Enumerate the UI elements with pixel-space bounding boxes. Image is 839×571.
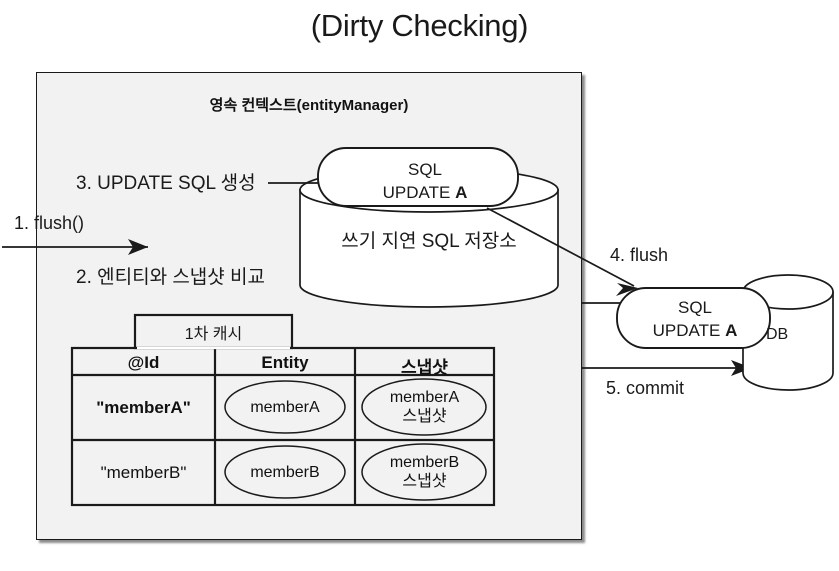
write-behind-sql-card-line2-prefix: UPDATE: [382, 183, 456, 202]
step-label-flush: 4. flush: [610, 245, 669, 265]
db-sql-card-line2: UPDATE A: [624, 319, 766, 342]
first-level-cache-tab-label: 1차 캐시: [184, 326, 243, 343]
step-label-flush-call: 1. flush(): [14, 213, 85, 233]
db-sql-card-line1: SQL: [677, 298, 713, 317]
write-behind-sql-card-line1: SQL: [407, 160, 443, 179]
write-behind-sql-card-line2-bold: A: [455, 183, 468, 202]
cell-snapshot-row1-line2: 스냅샷: [402, 408, 447, 425]
write-behind-store-label: 쓰기 지연 SQL 저장소: [341, 231, 517, 252]
cell-snapshot-row1: memberA 스냅샷: [355, 388, 494, 426]
step-label-commit: 5. commit: [606, 378, 685, 398]
cell-snapshot-row2-line2: 스냅샷: [402, 473, 447, 490]
cell-id-row2: "memberB": [100, 463, 187, 482]
cell-id-row1: "memberA": [96, 398, 191, 417]
step-label-update-sql-generate: 3. UPDATE SQL 생성: [76, 173, 256, 194]
table-header-id: @Id: [127, 353, 160, 372]
table-header-snapshot: 스냅샷: [401, 358, 448, 377]
persistence-context-title: 영속 컨텍스트(entityManager): [209, 97, 409, 114]
page-title: (Dirty Checking): [310, 8, 529, 43]
cell-entity-row1: memberA: [250, 399, 320, 416]
table-header-entity: Entity: [261, 353, 309, 372]
cell-snapshot-row1-line1: memberA: [389, 389, 460, 406]
arrow-commit-to-db: [582, 360, 752, 376]
cell-snapshot-row2: memberB 스냅샷: [355, 453, 494, 491]
db-sql-card-line2-bold: A: [725, 321, 738, 340]
write-behind-sql-card-text: SQL UPDATE A: [330, 158, 520, 204]
db-sql-card-line2-prefix: UPDATE: [652, 321, 726, 340]
cell-entity-row2: memberB: [250, 464, 320, 481]
db-label: DB: [766, 326, 789, 343]
write-behind-sql-card-line2: UPDATE A: [330, 181, 520, 204]
step-label-entity-snapshot-compare: 2. 엔티티와 스냅샷 비교: [76, 267, 266, 288]
db-sql-card-text: SQL UPDATE A: [624, 296, 766, 342]
cell-snapshot-row2-line1: memberB: [389, 454, 460, 471]
